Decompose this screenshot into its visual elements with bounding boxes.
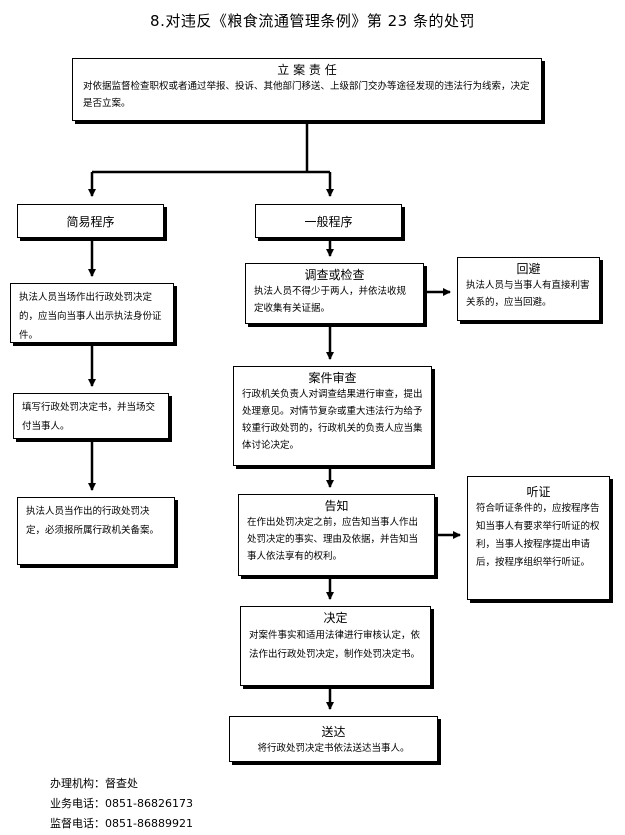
general-procedure-label: 一般程序 xyxy=(304,215,353,229)
case-review-text: 行政机关负责人对调查结果进行审查，提出处理意见。对情节复杂或重大违法行为给予较重… xyxy=(242,389,423,451)
case-review-box: 案件审查 行政机关负责人对调查结果进行审查，提出处理意见。对情节复杂或重大违法行… xyxy=(233,366,432,466)
contact-info: 办理机构：督查处 业务电话：0851-86826173 监督电话：0851-86… xyxy=(50,774,193,834)
decide-text: 对案件事实和适用法律进行审核认定，依法作出行政处罚决定，制作处罚决定书。 xyxy=(249,630,421,660)
filing-text: 对依据监督检查职权或者通过举报、投诉、其他部门移送、上级部门交办等途径发现的违法… xyxy=(83,81,530,109)
investigate-heading: 调查或检查 xyxy=(304,268,365,282)
notify-text: 在作出处罚决定之前，应告知当事人作出处罚决定的事实、理由及依据，并告知当事人依法… xyxy=(247,517,419,562)
filing-box: 立 案 责 任 对依据监督检查职权或者通过举报、投诉、其他部门移送、上级部门交办… xyxy=(72,58,542,121)
investigate-text: 执法人员不得少于两人，并依法收规定收集有关证据。 xyxy=(254,286,407,314)
decide-heading: 决定 xyxy=(323,611,348,625)
on-site-decision-text: 执法人员当场作出行政处罚决定的，应当向当事人出示执法身份证件。 xyxy=(19,292,162,341)
business-phone: 业务电话：0851-86826173 xyxy=(50,797,193,810)
hearing-heading: 听证 xyxy=(526,485,551,499)
hearing-text: 符合听证条件的，应按程序告知当事人有要求举行听证的权利，当事人按程序提出申请后，… xyxy=(476,503,600,568)
investigate-box: 调查或检查 执法人员不得少于两人，并依法收规定收集有关证据。 xyxy=(245,263,424,324)
supervision-phone: 监督电话：0851-86889921 xyxy=(50,817,193,830)
notify-box: 告知 在作出处罚决定之前，应告知当事人作出处罚决定的事实、理由及依据，并告知当事… xyxy=(238,494,435,576)
handling-agency: 办理机构：督查处 xyxy=(50,777,138,790)
simple-procedure-box: 简易程序 xyxy=(17,204,164,238)
on-site-decision-box: 执法人员当场作出行政处罚决定的，应当向当事人出示执法身份证件。 xyxy=(10,283,174,343)
record-filing-box: 执法人员当作出的行政处罚决定，必须报所属行政机关备案。 xyxy=(17,497,175,565)
hearing-box: 听证 符合听证条件的，应按程序告知当事人有要求举行听证的权利，当事人按程序提出申… xyxy=(467,476,610,600)
general-procedure-box: 一般程序 xyxy=(255,204,402,238)
fill-decision-form-box: 填写行政处罚决定书，并当场交付当事人。 xyxy=(13,393,169,439)
notify-heading: 告知 xyxy=(324,499,349,513)
deliver-heading: 送达 xyxy=(321,725,346,739)
fill-decision-form-text: 填写行政处罚决定书，并当场交付当事人。 xyxy=(22,402,156,432)
simple-procedure-label: 简易程序 xyxy=(66,215,115,229)
page-title: 8.对违反《粮食流通管理条例》第 23 条的处罚 xyxy=(150,12,475,30)
recuse-box: 回避 执法人员与当事人有直接利害关系的，应当回避。 xyxy=(457,257,600,321)
filing-heading: 立 案 责 任 xyxy=(277,63,337,77)
recuse-heading: 回避 xyxy=(516,262,541,276)
case-review-heading: 案件审查 xyxy=(308,371,357,385)
deliver-box: 送达 将行政处罚决定书依法送达当事人。 xyxy=(229,716,438,762)
decide-box: 决定 对案件事实和适用法律进行审核认定，依法作出行政处罚决定，制作处罚决定书。 xyxy=(240,606,431,686)
deliver-text: 将行政处罚决定书依法送达当事人。 xyxy=(257,743,410,754)
recuse-text: 执法人员与当事人有直接利害关系的，应当回避。 xyxy=(466,280,590,308)
record-filing-text: 执法人员当作出的行政处罚决定，必须报所属行政机关备案。 xyxy=(26,506,160,536)
